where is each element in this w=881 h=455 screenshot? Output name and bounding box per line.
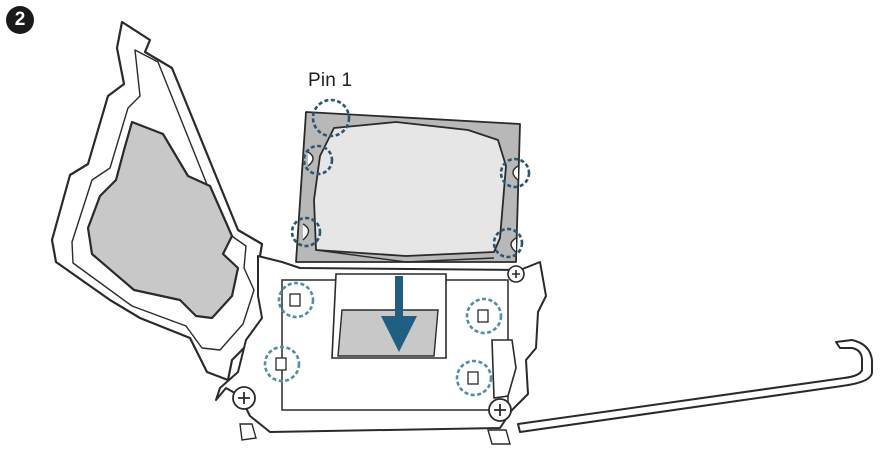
load-plate-window — [86, 120, 240, 320]
load-plate-inner-edge — [71, 49, 255, 351]
socket-key-marker-icon — [263, 345, 301, 383]
down-arrow-icon — [381, 276, 417, 352]
socket-key-marker-icon — [277, 281, 315, 319]
frame-clip-left — [239, 423, 257, 441]
cpu — [295, 111, 521, 263]
cpu-notch-marker-icon — [302, 144, 334, 176]
load-plate — [50, 20, 274, 382]
retention-bracket — [491, 339, 517, 399]
cpu-notch-left-lower — [302, 223, 310, 241]
screw-left — [232, 386, 256, 410]
cpu-notch-right-upper — [512, 165, 519, 181]
load-lever — [517, 339, 873, 433]
socket-keys — [275, 293, 489, 385]
socket-key-marker-icon — [455, 359, 493, 397]
cpu-notch-marker-icon — [499, 157, 531, 189]
pin1-marker-icon — [311, 98, 351, 138]
frame-clip-right — [487, 429, 511, 445]
step-number-badge: 2 — [6, 6, 34, 34]
socket-alignment-markers — [263, 281, 503, 397]
cpu-notch-marker-icon — [492, 227, 524, 259]
cpu-notch-right-lower — [510, 237, 517, 253]
socket-frame — [215, 255, 547, 445]
cpu-ihs — [313, 121, 507, 257]
cpu-notch-marker-icon — [290, 216, 322, 248]
screw-right — [488, 398, 512, 422]
screw-top-right — [507, 265, 525, 283]
pin-1-label: Pin 1 — [308, 70, 353, 91]
cpu-ihs-edge — [315, 249, 495, 263]
cpu-notch-left-upper — [307, 151, 314, 167]
cpu-alignment-markers — [290, 98, 531, 259]
socket-key-marker-icon — [465, 297, 503, 335]
